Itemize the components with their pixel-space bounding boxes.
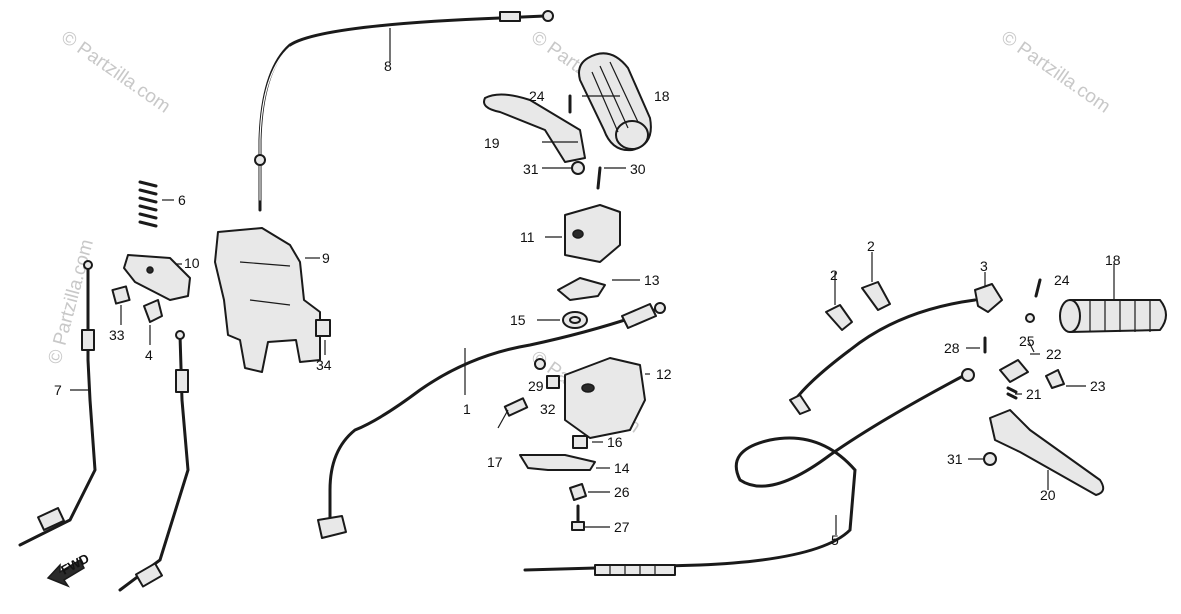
part-3-switch xyxy=(789,283,1003,415)
callout-26: 26 xyxy=(614,484,630,500)
callout-18-right: 18 xyxy=(1105,252,1121,268)
callout-6: 6 xyxy=(178,192,186,208)
callout-21: 21 xyxy=(1026,386,1042,402)
part-9-bracket xyxy=(214,227,331,373)
callout-10: 10 xyxy=(184,255,200,271)
part-22-clip xyxy=(999,359,1029,383)
callout-3: 3 xyxy=(980,258,988,274)
callout-4: 4 xyxy=(145,347,153,363)
callout-34: 34 xyxy=(316,357,332,373)
callout-14: 14 xyxy=(614,460,630,476)
callout-17: 17 xyxy=(487,454,503,470)
part-12-housing xyxy=(564,357,646,439)
part-33-block xyxy=(111,285,131,305)
part-29-bolt xyxy=(534,358,546,370)
part-18-grip-right xyxy=(1059,299,1167,333)
part-25-nut xyxy=(1025,313,1035,323)
callout-19: 19 xyxy=(484,135,500,151)
part-14-lever-small xyxy=(519,454,596,471)
leader-lines xyxy=(70,28,1115,535)
callout-24-right: 24 xyxy=(1054,272,1070,288)
callout-2-b: 2 xyxy=(867,238,875,254)
part-6-spring xyxy=(138,180,158,228)
callouts: 8 6 9 10 33 4 34 7 24 18 19 31 30 11 13 … xyxy=(54,58,1121,548)
callout-9: 9 xyxy=(322,250,330,266)
callout-7: 7 xyxy=(54,382,62,398)
part-1-cable xyxy=(317,302,666,539)
callout-25: 25 xyxy=(1019,333,1035,349)
part-13-switch xyxy=(557,277,606,301)
callout-1: 1 xyxy=(463,401,471,417)
part-15-spring xyxy=(562,311,588,329)
part-30-bolt xyxy=(596,166,602,190)
part-17-plate xyxy=(503,397,529,417)
part-10-plate xyxy=(123,254,191,301)
part-21-spring xyxy=(1006,386,1018,400)
callout-15: 15 xyxy=(510,312,526,328)
callout-31-right: 31 xyxy=(947,451,963,467)
callout-31-top: 31 xyxy=(523,161,539,177)
callout-12: 12 xyxy=(656,366,672,382)
part-16-collar xyxy=(572,435,588,449)
callout-32: 32 xyxy=(540,401,556,417)
callout-18-top: 18 xyxy=(654,88,670,104)
callout-27: 27 xyxy=(614,519,630,535)
fwd-indicator: FWD xyxy=(46,551,92,588)
part-32-collar xyxy=(546,375,560,389)
part-24-bolt-right xyxy=(1034,278,1042,298)
part-8-throttle-cable xyxy=(254,10,554,212)
part-31-nut-right xyxy=(983,452,997,466)
part-31-nut-top xyxy=(571,161,585,175)
callout-33: 33 xyxy=(109,327,125,343)
callout-8: 8 xyxy=(384,58,392,74)
callout-23: 23 xyxy=(1090,378,1106,394)
callout-13: 13 xyxy=(644,272,660,288)
part-18-grip-top xyxy=(578,52,652,152)
callout-2-a: 2 xyxy=(830,267,838,283)
callout-29: 29 xyxy=(528,378,544,394)
part-23-clip xyxy=(1045,369,1065,389)
part-5-cable xyxy=(523,368,975,576)
part-4-clip xyxy=(143,299,163,323)
part-19-lever xyxy=(483,93,586,163)
callout-16: 16 xyxy=(607,434,623,450)
callout-11: 11 xyxy=(520,229,535,245)
callout-30: 30 xyxy=(630,161,646,177)
part-2-clip-b xyxy=(861,281,891,311)
part-2-clip-a xyxy=(825,304,853,331)
callout-20: 20 xyxy=(1040,487,1056,503)
part-20-lever xyxy=(989,409,1105,496)
part-26-nut xyxy=(569,483,587,501)
part-7-cables xyxy=(18,260,190,592)
part-11-housing-cover xyxy=(564,204,621,263)
callout-28: 28 xyxy=(944,340,960,356)
watermark-3: © Partzilla.com xyxy=(997,27,1114,118)
callout-24-top: 24 xyxy=(529,88,545,104)
callout-5: 5 xyxy=(831,532,839,548)
part-27-bolt xyxy=(571,504,585,531)
watermark-1: © Partzilla.com xyxy=(57,27,174,118)
callout-22: 22 xyxy=(1046,346,1062,362)
